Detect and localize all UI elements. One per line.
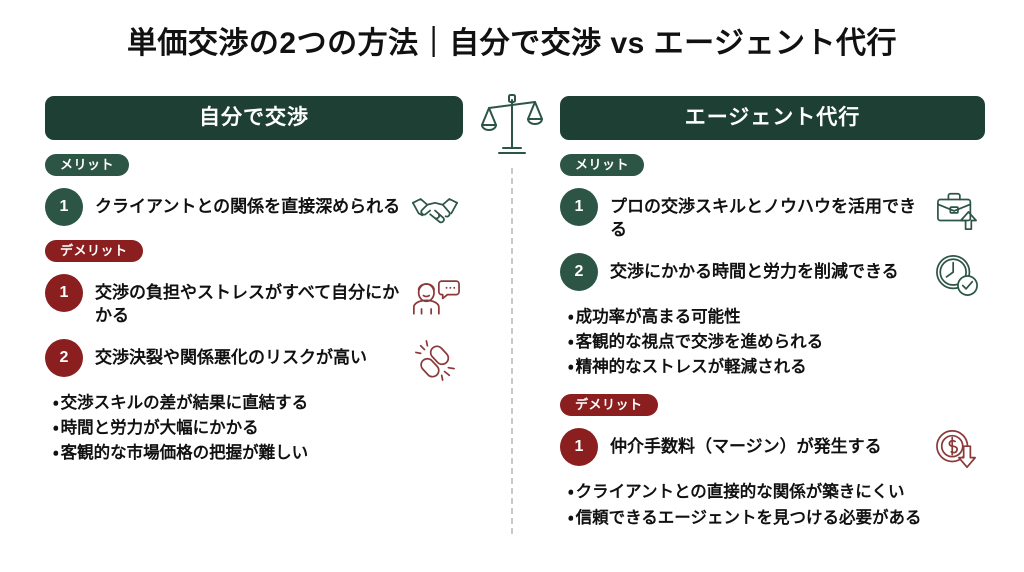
pill-row: メリット — [45, 154, 463, 176]
list-item: 1 プロの交渉スキルとノウハウを活用できる — [560, 188, 985, 241]
list-item: 1 仲介手数料（マージン）が発生する — [560, 428, 985, 469]
money-down-icon — [929, 428, 985, 472]
pill-row: メリット — [560, 154, 985, 176]
merit-badge: メリット — [560, 154, 645, 176]
page-title: 単価交渉の2つの方法｜自分で交渉 vs エージェント代行 — [0, 18, 1024, 62]
bullet-text: 客観的な視点で交渉を進められる — [575, 333, 824, 352]
list-item: ・精神的なストレスが軽減される — [568, 355, 985, 380]
bullet-marker: ・ — [53, 394, 59, 413]
list-item: ・客観的な市場価格の把握が難しい — [53, 441, 463, 466]
bullet-list: ・成功率が高まる可能性 ・客観的な視点で交渉を進められる ・精神的なストレスが軽… — [560, 305, 985, 380]
bullet-marker: ・ — [568, 508, 574, 527]
list-item: 1 クライアントとの関係を直接深められる — [45, 188, 463, 226]
bullet-text: クライアントとの直接的な関係が築きにくい — [575, 483, 905, 502]
item-number: 2 — [45, 339, 83, 378]
list-item: ・成功率が高まる可能性 — [568, 305, 985, 330]
demerit-badge: デメリット — [560, 394, 658, 417]
section-merit-left: メリット 1 クライアントとの関係を直接深められる — [45, 154, 463, 226]
item-text: プロの交渉スキルとノウハウを活用できる — [610, 197, 916, 240]
handshake-icon — [407, 188, 463, 232]
column-self-negotiation: 自分で交渉 メリット 1 クライアントとの関係を直接深められる — [45, 96, 463, 466]
broken-chain-icon — [407, 339, 463, 383]
item-text: 交渉にかかる時間と労力を削減できる — [610, 262, 899, 282]
merit-badge: メリット — [45, 154, 130, 176]
list-item: 2 交渉にかかる時間と労力を削減できる — [560, 253, 985, 297]
pill-row: デメリット — [45, 240, 463, 262]
bullet-text: 精神的なストレスが軽減される — [575, 358, 807, 377]
item-number: 2 — [560, 253, 598, 292]
list-item: ・時間と労力が大幅にかかる — [53, 416, 463, 441]
bullet-marker: ・ — [568, 483, 574, 502]
item-text: クライアントとの関係を直接深められる — [95, 197, 401, 216]
item-text: 交渉決裂や関係悪化のリスクが高い — [95, 348, 367, 368]
bullet-text: 交渉スキルの差が結果に直結する — [60, 394, 309, 413]
briefcase-up-icon — [929, 188, 985, 232]
bullet-text: 信頼できるエージェントを見つける必要がある — [575, 508, 922, 527]
column-divider — [511, 168, 513, 534]
item-number: 1 — [45, 274, 83, 312]
bullet-text: 客観的な市場価格の把握が難しい — [60, 444, 309, 463]
bullet-marker: ・ — [53, 444, 59, 463]
section-demerit-left: デメリット 1 交渉の負担やストレスがすべて自分にかかる — [45, 240, 463, 466]
item-text: 交渉の負担やストレスがすべて自分にかかる — [95, 283, 400, 326]
column-agent-proxy: エージェント代行 メリット 1 プロの交渉スキルとノウハウを活用できる 2 交渉… — [560, 96, 985, 531]
bullet-list: ・交渉スキルの差が結果に直結する ・時間と労力が大幅にかかる ・客観的な市場価格… — [45, 391, 463, 466]
section-demerit-right: デメリット 1 仲介手数料（マージン）が発生する ・クライアントとの直接的な関係… — [560, 394, 985, 530]
page-title-text: 単価交渉の2つの方法｜自分で交渉 vs エージェント代行 — [126, 27, 898, 60]
bullet-text: 時間と労力が大幅にかかる — [60, 419, 259, 438]
bullet-text: 成功率が高まる可能性 — [575, 308, 741, 327]
bullet-marker: ・ — [568, 308, 574, 327]
bullet-marker: ・ — [53, 419, 59, 438]
pill-row: デメリット — [560, 394, 985, 417]
column-header-left: 自分で交渉 — [45, 96, 463, 140]
item-number: 1 — [45, 188, 83, 226]
section-merit-right: メリット 1 プロの交渉スキルとノウハウを活用できる 2 交渉にかかる時間と労力… — [560, 154, 985, 380]
bullet-list: ・クライアントとの直接的な関係が築きにくい ・信頼できるエージェントを見つける必… — [560, 480, 985, 530]
column-header-right: エージェント代行 — [560, 96, 985, 140]
clock-check-icon — [929, 253, 985, 297]
bullet-marker: ・ — [568, 358, 574, 377]
bullet-marker: ・ — [568, 333, 574, 352]
demerit-badge: デメリット — [45, 240, 143, 262]
list-item: ・信頼できるエージェントを見つける必要がある — [568, 506, 985, 531]
list-item: 1 交渉の負担やストレスがすべて自分にかかる — [45, 274, 463, 327]
list-item: ・交渉スキルの差が結果に直結する — [53, 391, 463, 416]
list-item: ・クライアントとの直接的な関係が築きにくい — [568, 480, 985, 505]
balance-scale-icon — [481, 92, 543, 158]
list-item: 2 交渉決裂や関係悪化のリスクが高い — [45, 339, 463, 382]
list-item: ・客観的な視点で交渉を進められる — [568, 330, 985, 355]
stressed-person-icon — [407, 274, 463, 318]
item-number: 1 — [560, 428, 598, 467]
item-text: 仲介手数料（マージン）が発生する — [610, 437, 882, 457]
item-number: 1 — [560, 188, 598, 226]
